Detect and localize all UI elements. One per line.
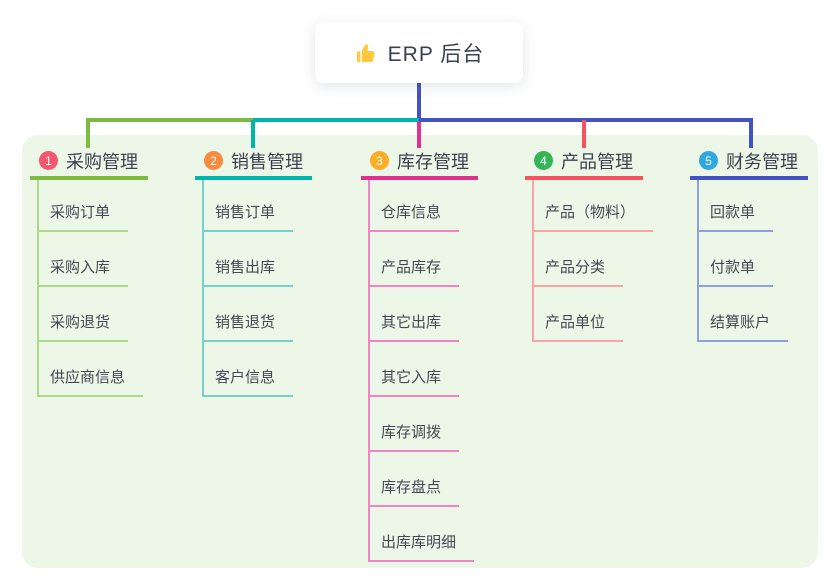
child-node[interactable]: 客户信息: [202, 365, 294, 397]
child-node[interactable]: 采购退货: [37, 310, 129, 342]
branch-inventory: 3 库存管理 仓库信息 产品库存 其它出库 其它入库 库存调拨 库存盘点 出库库…: [361, 145, 478, 562]
branch-number-badge: 4: [534, 151, 553, 170]
branch-child-line: [37, 180, 39, 397]
child-node[interactable]: 产品库存: [368, 255, 460, 287]
child-node[interactable]: 其它出库: [368, 310, 460, 342]
connector-drop: [582, 120, 586, 148]
connector-bus-segment: [86, 118, 253, 122]
child-node[interactable]: 供应商信息: [37, 365, 144, 397]
connector-bus-segment: [253, 118, 419, 122]
branch-child-line: [697, 180, 699, 342]
branch-purchase: 1 采购管理 采购订单 采购入库 采购退货 供应商信息: [30, 145, 148, 397]
branch-child-line: [368, 180, 370, 562]
child-node[interactable]: 付款单: [697, 255, 774, 287]
child-node[interactable]: 产品分类: [532, 255, 624, 287]
branch-label: 库存管理: [397, 151, 469, 172]
branch-node[interactable]: 3 库存管理: [361, 145, 478, 180]
branch-label: 产品管理: [561, 151, 633, 172]
child-node[interactable]: 仓库信息: [368, 200, 460, 232]
child-node[interactable]: 回款单: [697, 200, 774, 232]
connector-bus-segment: [419, 118, 753, 122]
connector-drop: [417, 122, 421, 148]
child-node[interactable]: 库存盘点: [368, 475, 460, 507]
branch-child-line: [532, 180, 534, 342]
branch-child-line: [202, 180, 204, 397]
branch-label: 财务管理: [726, 151, 798, 172]
branch-product: 4 产品管理 产品（物料） 产品分类 产品单位: [525, 145, 654, 342]
child-node[interactable]: 产品单位: [532, 310, 624, 342]
branch-number-badge: 2: [204, 151, 223, 170]
child-node[interactable]: 采购入库: [37, 255, 129, 287]
child-node[interactable]: 销售出库: [202, 255, 294, 287]
child-node[interactable]: 销售退货: [202, 310, 294, 342]
branch-number-badge: 1: [39, 151, 58, 170]
child-node[interactable]: 采购订单: [37, 200, 129, 232]
branch-label: 销售管理: [231, 151, 303, 172]
branch-finance: 5 财务管理 回款单 付款单 结算账户: [690, 145, 808, 342]
child-node[interactable]: 销售订单: [202, 200, 294, 232]
branch-number-badge: 3: [370, 151, 389, 170]
child-node[interactable]: 产品（物料）: [532, 200, 654, 232]
branch-node[interactable]: 4 产品管理: [525, 145, 643, 180]
branches-panel: [22, 135, 818, 568]
branch-sales: 2 销售管理 销售订单 销售出库 销售退货 客户信息: [195, 145, 312, 397]
connector-drop: [749, 118, 753, 148]
branch-number-badge: 5: [699, 151, 718, 170]
child-node[interactable]: 库存调拨: [368, 420, 460, 452]
connector-drop: [251, 120, 255, 148]
connector-drop: [86, 118, 90, 148]
child-node[interactable]: 出库库明细: [368, 530, 475, 562]
child-node[interactable]: 结算账户: [697, 310, 789, 342]
connector-trunk: [417, 83, 421, 122]
branch-node[interactable]: 2 销售管理: [195, 145, 312, 180]
root-node[interactable]: ERP 后台: [315, 22, 523, 83]
thumbs-up-icon: [354, 41, 378, 65]
branch-node[interactable]: 5 财务管理: [690, 145, 808, 180]
child-node[interactable]: 其它入库: [368, 365, 460, 397]
branch-label: 采购管理: [66, 151, 138, 172]
branch-node[interactable]: 1 采购管理: [30, 145, 148, 180]
root-title: ERP 后台: [387, 42, 485, 66]
